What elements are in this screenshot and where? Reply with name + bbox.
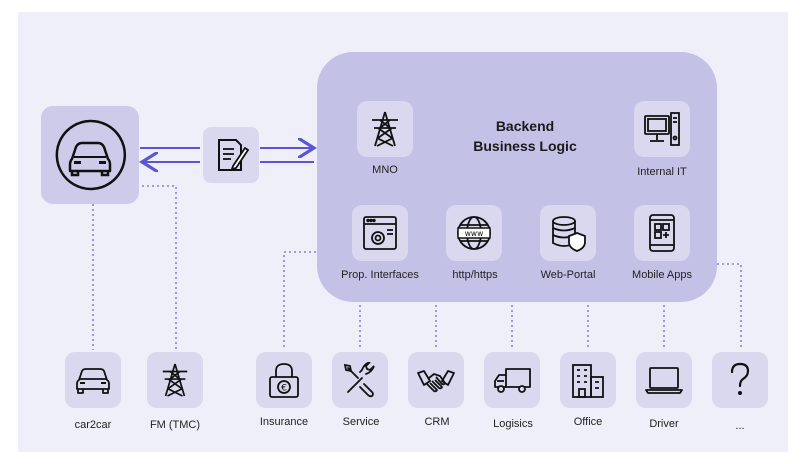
svg-text:www: www bbox=[465, 229, 483, 238]
mobile-apps-label: Mobile Apps bbox=[632, 269, 692, 281]
mno-tile bbox=[357, 101, 413, 157]
smartphone-qr-icon bbox=[647, 213, 677, 253]
dotted-fm bbox=[142, 185, 177, 350]
driver-label: Driver bbox=[649, 418, 679, 430]
driver-tile bbox=[636, 352, 692, 408]
computer-icon bbox=[643, 111, 681, 147]
http-label: http/https bbox=[452, 269, 498, 281]
question-icon bbox=[726, 361, 754, 399]
fm-tmc-tile bbox=[147, 352, 203, 408]
car-icon bbox=[50, 115, 130, 195]
settings-window-icon bbox=[361, 214, 399, 252]
power-tower-icon bbox=[159, 361, 191, 399]
mobile-apps-tile bbox=[634, 205, 690, 261]
dotted-unknown bbox=[717, 263, 742, 350]
web-portal-tile bbox=[540, 205, 596, 261]
backend-title: Backend Business Logic bbox=[440, 116, 610, 156]
office-tile bbox=[560, 352, 616, 408]
logistics-label: Logisics bbox=[493, 418, 533, 430]
web-portal-label: Web-Portal bbox=[540, 269, 596, 281]
internal-it-label: Internal IT bbox=[637, 166, 687, 178]
mno-label: MNO bbox=[372, 164, 398, 176]
svg-text:€: € bbox=[281, 384, 287, 394]
handshake-icon bbox=[416, 365, 456, 395]
service-tile bbox=[332, 352, 388, 408]
www-globe-icon: www bbox=[455, 214, 493, 252]
crm-label: CRM bbox=[424, 416, 450, 428]
office-building-icon bbox=[569, 361, 607, 399]
backend-title-line1: Backend bbox=[495, 118, 555, 134]
vehicle-card bbox=[41, 106, 139, 204]
http-tile: www bbox=[446, 205, 502, 261]
car2car-label: car2car bbox=[74, 419, 112, 431]
crm-tile bbox=[408, 352, 464, 408]
service-label: Service bbox=[342, 416, 380, 428]
laptop-icon bbox=[644, 364, 684, 396]
prop-interfaces-tile bbox=[352, 205, 408, 261]
unknown-tile bbox=[712, 352, 768, 408]
insurance-tile: € bbox=[256, 352, 312, 408]
backend-title-line2: Business Logic bbox=[473, 138, 577, 154]
truck-icon bbox=[492, 365, 532, 395]
office-label: Office bbox=[573, 416, 603, 428]
fm-tmc-label: FM (TMC) bbox=[149, 419, 201, 431]
prop-interfaces-label: Prop. Interfaces bbox=[341, 269, 419, 281]
document-pen-icon bbox=[212, 136, 250, 174]
car2car-tile bbox=[65, 352, 121, 408]
power-tower-icon bbox=[368, 110, 402, 148]
internal-it-tile bbox=[634, 101, 690, 157]
logistics-tile bbox=[484, 352, 540, 408]
unknown-label: ... bbox=[735, 420, 745, 432]
tools-icon bbox=[342, 362, 378, 398]
database-shield-icon bbox=[549, 214, 587, 252]
dotted-insurance bbox=[283, 251, 321, 350]
insurance-label: Insurance bbox=[259, 416, 309, 428]
padlock-euro-icon: € bbox=[267, 361, 301, 399]
data-document-tile bbox=[203, 127, 259, 183]
car-icon bbox=[74, 365, 112, 395]
